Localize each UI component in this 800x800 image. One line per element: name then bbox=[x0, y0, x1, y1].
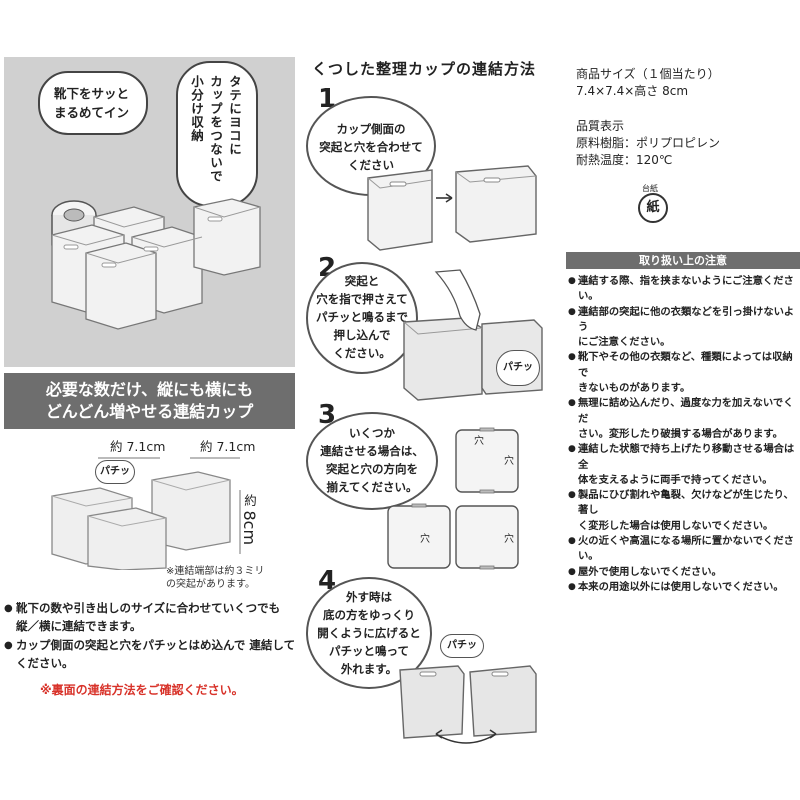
feature-bullets: 靴下の数や引き出しのサイズに合わせていくつでも 縦／横に連結できます。 カップ側… bbox=[4, 600, 300, 672]
bubble-line: まるめてイン bbox=[54, 105, 130, 120]
hole-label: 穴 bbox=[504, 456, 514, 467]
recycle-caption: 台紙 bbox=[642, 184, 658, 193]
list-item: 製品にひび割れや亀裂、欠けなどが生じたり、著しく変形した場合は使用しないでくださ… bbox=[568, 488, 800, 534]
click-label-bubble: パチッ bbox=[440, 634, 484, 658]
list-item: 屋外で使用しないでください。 bbox=[568, 565, 800, 581]
list-item: 無理に詰め込んだり、過度な力を加えないでください。変形したり破損する場合がありま… bbox=[568, 396, 800, 442]
list-item: カップ側面の突起と穴をパチッとはめ込んで 連結して ください。 bbox=[4, 637, 300, 672]
list-item: 靴下の数や引き出しのサイズに合わせていくつでも 縦／横に連結できます。 bbox=[4, 600, 300, 635]
dimension-width-b: 約 7.1cm bbox=[200, 439, 256, 454]
paper-recycle-icon: 紙 bbox=[638, 193, 668, 223]
cups-illustration bbox=[51, 198, 261, 330]
step-4-illustration bbox=[399, 665, 537, 744]
step-3-top-view-illustration bbox=[387, 427, 519, 570]
size-value: 7.4×7.4×高さ 8cm bbox=[576, 84, 689, 98]
bubble-vertical-line: タテにヨコに bbox=[227, 75, 242, 156]
banner-line: 必要な数だけ、縦にも横にも bbox=[45, 380, 254, 399]
back-side-note: ※裏面の連結方法をご確認ください。 bbox=[40, 683, 244, 697]
speech-bubble-connect-cups: タテにヨコに カップをつないで 小分け収納 bbox=[176, 61, 258, 207]
hole-label: 穴 bbox=[474, 436, 484, 447]
banner-line: どんどん増やせる連結カップ bbox=[45, 402, 254, 421]
hero-illustration-panel: 靴下をサッと まるめてイン タテにヨコに カップをつないで 小分け収納 bbox=[4, 57, 295, 367]
click-label-bubble: パチッ bbox=[496, 350, 540, 386]
list-item: 火の近くや高温になる場所に置かないでください。 bbox=[568, 534, 800, 565]
material-value: 原料樹脂：ポリプロピレン bbox=[576, 136, 721, 150]
dimension-width-a: 約 7.1cm bbox=[110, 439, 166, 454]
finger-icon bbox=[434, 269, 481, 331]
bubble-line: 靴下をサッと bbox=[54, 86, 130, 101]
step-2-bubble: 突起と 穴を指で押さえて パチッと鳴るまで 押し込んで ください。 bbox=[306, 262, 418, 374]
dimension-height-prefix: 約 bbox=[242, 494, 257, 507]
heat-value: 耐熱温度：120℃ bbox=[576, 153, 673, 167]
speech-bubble-roll-socks: 靴下をサッと まるめてイン bbox=[38, 71, 148, 135]
list-item: 連結する際、指を挟まないようにご注意ください。 bbox=[568, 274, 800, 305]
care-list: 連結する際、指を挟まないようにご注意ください。 連結部の突起に他の衣類などを引っ… bbox=[568, 274, 800, 596]
dimension-height: 約 8cm bbox=[240, 494, 259, 545]
bubble-vertical-line: カップをつないで bbox=[208, 75, 223, 183]
product-spec: 商品サイズ（１個当たり） 7.4×7.4×高さ 8cm 品質表示 原料樹脂：ポリ… bbox=[576, 66, 796, 169]
step-2-illustration bbox=[403, 269, 543, 401]
hole-label: 穴 bbox=[420, 534, 430, 545]
quality-label: 品質表示 bbox=[576, 119, 625, 133]
list-item: 連結した状態で持ち上げたり移動させる場合は全体を支えるように両手で持ってください… bbox=[568, 442, 800, 488]
step-1-illustration bbox=[367, 165, 537, 251]
dimension-cups-illustration bbox=[51, 457, 241, 570]
list-item: 本来の用途以外には使用しないでください。 bbox=[568, 580, 800, 596]
bubble-vertical-line: 小分け収納 bbox=[189, 75, 204, 143]
step-3-bubble: いくつか 連結させる場合は、 突起と穴の方向を 揃えてください。 bbox=[306, 412, 438, 510]
hole-label: 穴 bbox=[504, 534, 514, 545]
how-to-title: くつした整理カップの連結方法 bbox=[312, 60, 537, 78]
dimension-footnote: ※連結端部は約３ミリ の突起があります。 bbox=[166, 566, 265, 590]
care-title: 取り扱い上の注意 bbox=[566, 252, 800, 269]
click-label-bubble: パチッ bbox=[95, 460, 135, 484]
feature-banner: 必要な数だけ、縦にも横にも どんどん増やせる連結カップ bbox=[4, 373, 295, 429]
size-label: 商品サイズ（１個当たり） bbox=[576, 67, 720, 81]
dimension-height-value: 8cm bbox=[240, 510, 259, 546]
